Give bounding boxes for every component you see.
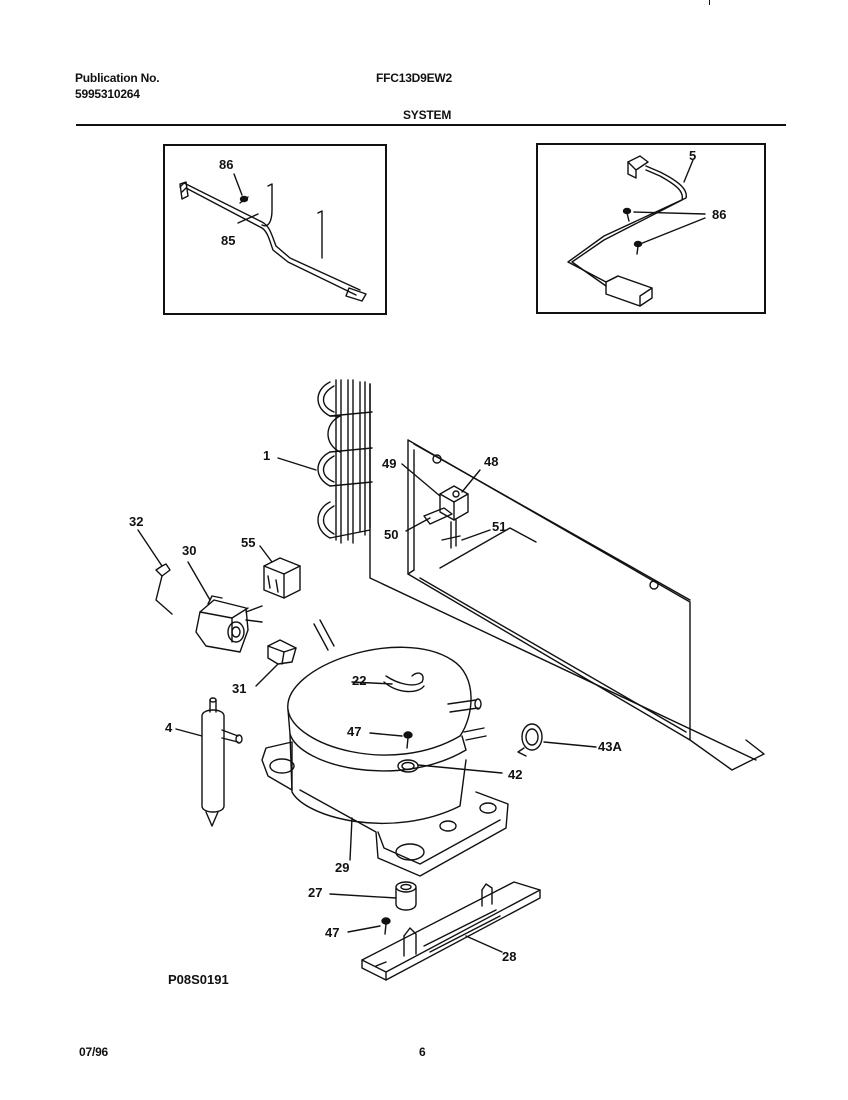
label-51: 51 <box>492 519 507 534</box>
inset-left-screw <box>233 173 259 224</box>
terminal-cover-31 <box>255 639 297 687</box>
bracket-28 <box>361 881 541 981</box>
connector-55 <box>259 545 301 599</box>
label-29: 29 <box>335 860 350 875</box>
label-43a: 43A <box>598 739 622 754</box>
label-30: 30 <box>182 543 197 558</box>
grommet-27 <box>329 881 417 911</box>
leader-42 <box>417 764 503 774</box>
corner-tick <box>709 0 710 5</box>
leader-29 <box>349 817 353 861</box>
inset-right-harness <box>567 155 706 307</box>
label-50: 50 <box>384 527 399 542</box>
condenser-coil <box>277 379 373 544</box>
label-31: 31 <box>232 681 247 696</box>
inset-left-harness <box>179 181 367 302</box>
header-rule <box>76 124 786 126</box>
label-86-left: 86 <box>219 157 234 172</box>
section-title: SYSTEM <box>403 108 452 122</box>
publication-number: 5995310264 <box>75 87 140 101</box>
inset-left-frame <box>163 144 387 315</box>
label-22: 22 <box>352 673 367 688</box>
label-55: 55 <box>241 535 256 550</box>
label-28: 28 <box>502 949 517 964</box>
screw-47-upper <box>369 731 413 749</box>
publication-label: Publication No. <box>75 71 160 85</box>
figure-code: P08S0191 <box>168 972 229 987</box>
label-47-lower: 47 <box>325 925 340 940</box>
start-relay <box>187 561 263 653</box>
page-number: 6 <box>419 1045 426 1059</box>
screw-47-lower <box>347 917 391 935</box>
label-4: 4 <box>165 720 173 735</box>
model-number: FFC13D9EW2 <box>376 71 453 85</box>
filter-drier <box>175 697 243 827</box>
overload-clip <box>137 529 173 615</box>
label-48: 48 <box>484 454 499 469</box>
label-42: 42 <box>508 767 523 782</box>
label-32: 32 <box>129 514 144 529</box>
label-27: 27 <box>308 885 323 900</box>
cabinet-frame <box>369 383 765 771</box>
inset-right-screws <box>622 207 643 255</box>
label-5: 5 <box>689 148 697 163</box>
footer-date: 07/96 <box>79 1045 109 1059</box>
label-1: 1 <box>263 448 271 463</box>
clamp-43a <box>517 723 597 757</box>
label-47-upper: 47 <box>347 724 362 739</box>
label-49: 49 <box>382 456 397 471</box>
compressor <box>261 619 509 877</box>
label-86-right: 86 <box>712 207 727 222</box>
control-assembly <box>401 463 491 549</box>
label-85: 85 <box>221 233 236 248</box>
